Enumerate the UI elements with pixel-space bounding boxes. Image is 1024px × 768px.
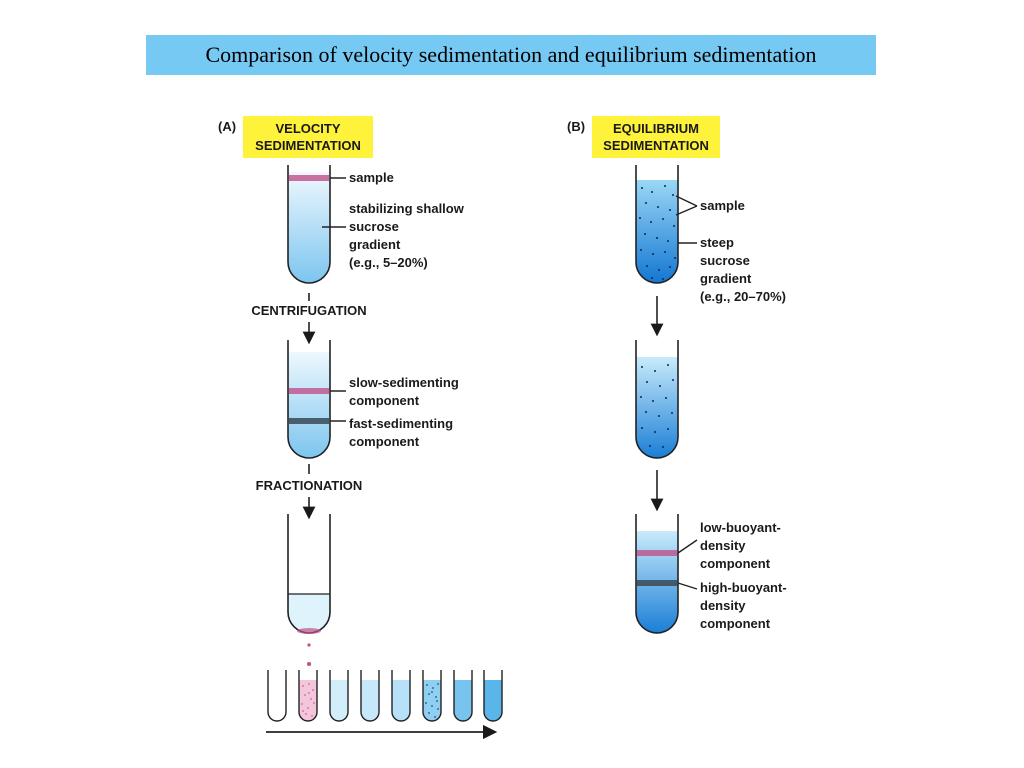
label-fast-2: component [349,434,420,449]
fraction-tube-4 [360,670,380,722]
panel-b-header-line1: EQUILIBRIUM [613,121,699,136]
tube-a2: slow-sedimenting component fast-sediment… [287,340,459,459]
pink-dots [301,683,315,717]
fraction-tube-7 [453,670,473,722]
label-high-3: component [700,616,771,631]
drip-band [297,628,321,634]
label-gradient-b-4: (e.g., 20–70%) [700,289,786,304]
sample-dots-b1 [639,185,676,280]
panel-b-header-line2: SEDIMENTATION [603,138,709,153]
fraction-tube-3 [329,670,349,722]
low-density-band [637,550,677,556]
label-gradient-a-2: sucrose [349,219,399,234]
label-gradient-a-1: stabilizing shallow [349,201,465,216]
drop [307,662,311,666]
label-slow-1: slow-sedimenting [349,375,459,390]
high-density-band [637,580,677,586]
step-fractionation: FRACTIONATION [256,478,363,493]
label-high-1: high-buoyant- [700,580,787,595]
label-gradient-b-1: steep [700,235,734,250]
slide-title: Comparison of velocity sedimentation and… [146,35,876,75]
label-gradient-a-4: (e.g., 5–20%) [349,255,428,270]
dots-b2 [640,364,674,448]
label-high-2: density [700,598,746,613]
tube-b1: sample steep sucrose gradient (e.g., 20–… [635,165,786,304]
label-fast-1: fast-sedimenting [349,416,453,431]
label-gradient-a-3: gradient [349,237,401,252]
slow-band [289,388,329,394]
panel-a-letter: (A) [218,119,236,134]
panel-b-header-box [592,116,720,158]
label-sample-b: sample [700,198,745,213]
fraction-tube-6 [422,670,442,722]
dark-dots [425,683,439,718]
step-centrifugation: CENTRIFUGATION [251,303,366,318]
label-low-2: density [700,538,746,553]
label-gradient-b-2: sucrose [700,253,750,268]
fraction-tube-2 [298,670,318,722]
panel-b: (B) EQUILIBRIUM SEDIMENTATION sample ste… [567,116,787,634]
fraction-tube-1 [267,670,287,722]
fraction-tube-2-fill [299,680,317,721]
fast-band [289,418,329,424]
fraction-tube-5 [391,670,411,722]
tube-a3 [287,514,331,666]
fraction-tube-8 [483,670,503,722]
drop [307,643,311,647]
label-gradient-b-3: gradient [700,271,752,286]
tube-b3: low-buoyant- density component high-buoy… [635,514,787,634]
panel-a: (A) VELOCITY SEDIMENTATION sample stabil… [218,116,503,740]
tube-b2 [635,340,679,459]
sample-band [289,175,329,181]
panel-a-header-box [243,116,373,158]
label-slow-2: component [349,393,420,408]
fraction-tubes [266,670,503,740]
label-sample-a: sample [349,170,394,185]
label-low-1: low-buoyant- [700,520,781,535]
tube-a1: sample stabilizing shallow sucrose gradi… [287,165,465,284]
label-low-3: component [700,556,771,571]
panel-a-header-line2: SEDIMENTATION [255,138,361,153]
panel-a-header-line1: VELOCITY [275,121,340,136]
panel-b-letter: (B) [567,119,585,134]
